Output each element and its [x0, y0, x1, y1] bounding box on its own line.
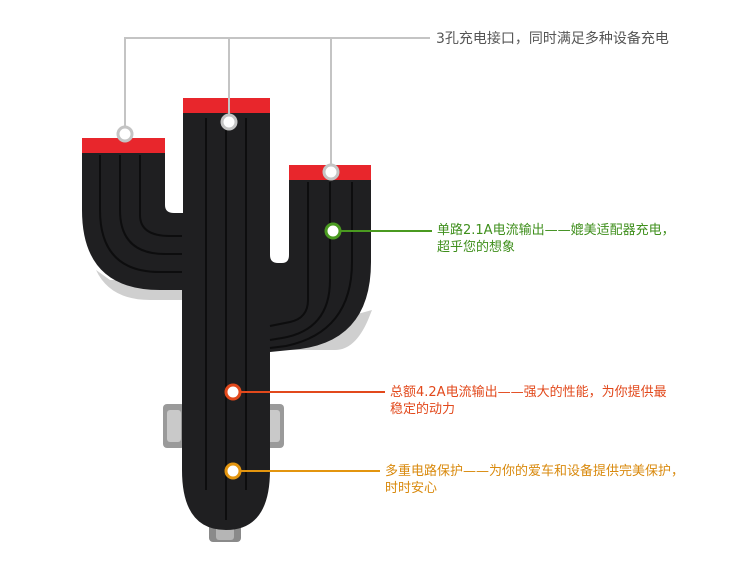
ports-marker [322, 163, 340, 181]
total-output-annotation: 总额4.2A电流输出——强大的性能，为你提供最 稳定的动力 [390, 384, 667, 418]
side-contact [163, 404, 185, 448]
total-output-line2: 稳定的动力 [390, 402, 456, 417]
usb-port-center [183, 98, 270, 113]
protection-line2: 时时安心 [385, 481, 438, 496]
ports-annotation: 3孔充电接口，同时满足多种设备充电 [436, 31, 669, 48]
protection-annotation: 多重电路保护——为你的爱车和设备提供完美保护， 时时安心 [385, 463, 684, 497]
protect-marker [224, 462, 242, 480]
single-output-annotation: 单路2.1A电流输出——媲美适配器充电， 超乎您的想象 [437, 222, 675, 256]
single-output-line2: 超乎您的想象 [437, 240, 516, 255]
body-grooves [99, 118, 353, 520]
ports-marker [220, 113, 238, 131]
protection-line1: 多重电路保护——为你的爱车和设备提供完美保护， [385, 464, 685, 479]
total-marker [224, 383, 242, 401]
output-marker [324, 222, 342, 240]
total-output-line1: 总额4.2A电流输出——强大的性能，为你提供最 [390, 385, 667, 400]
single-output-line1: 单路2.1A电流输出——媲美适配器充电， [437, 223, 675, 238]
ports-leader-lines [124, 37, 430, 172]
usb-port-left [82, 138, 165, 153]
ports-annotation-text: 3孔充电接口，同时满足多种设备充电 [436, 31, 669, 47]
ports-marker [116, 125, 134, 143]
